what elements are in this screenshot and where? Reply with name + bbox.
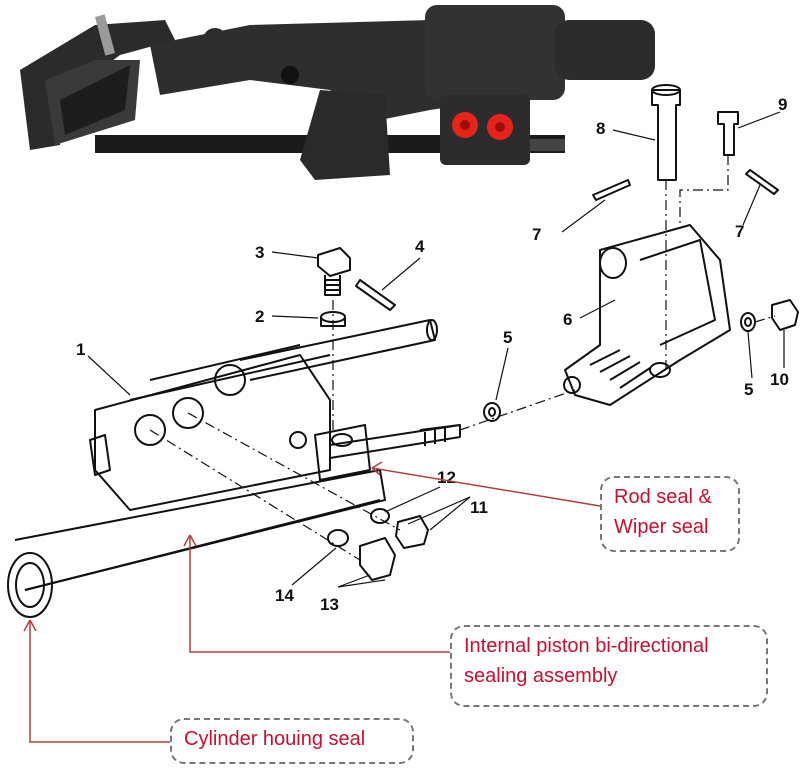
part-number-7b: 7 (735, 222, 744, 241)
part-number-14: 14 (275, 586, 294, 605)
part-number-8: 8 (596, 119, 605, 138)
number-leaders (87, 111, 785, 588)
housing-seal-callout-line1: Cylinder houing seal (184, 728, 366, 750)
part-number-11: 11 (470, 498, 488, 517)
red-fitting-icon (452, 112, 513, 140)
housing-seal-callout: Cylinder houing seal (170, 718, 414, 764)
part-number-2: 2 (255, 307, 264, 326)
explode-lines (149, 155, 776, 561)
part-number-6: 6 (563, 310, 572, 329)
part-number-12: 12 (437, 468, 456, 487)
rod-seal-callout-line2: Wiper seal (614, 516, 709, 538)
piston-seal-callout-line2: sealing assembly (464, 665, 618, 687)
part-number-7a: 7 (532, 225, 541, 244)
piston-seal-callout-line1: Internal piston bi-directional (464, 635, 709, 657)
part-number-9: 9 (778, 95, 787, 114)
part-number-labels: 1 2 3 4 5 5 6 7 7 8 9 10 11 12 13 14 (76, 95, 789, 614)
part-number-3: 3 (255, 243, 264, 262)
part-number-4: 4 (415, 237, 425, 256)
exploded-diagram (7, 84, 799, 618)
part-number-10: 10 (770, 370, 789, 389)
part-number-5a: 5 (503, 328, 512, 347)
part-number-13: 13 (320, 595, 339, 614)
rod-seal-callout-line1: Rod seal & (614, 486, 712, 508)
piston-seal-callout: Internal piston bi-directional sealing a… (450, 625, 768, 707)
part-number-5b: 5 (744, 380, 753, 399)
callout-leaders (23, 461, 601, 743)
product-photo (20, 5, 655, 180)
rod-seal-callout: Rod seal & Wiper seal (600, 476, 740, 552)
part-number-1: 1 (76, 340, 85, 359)
